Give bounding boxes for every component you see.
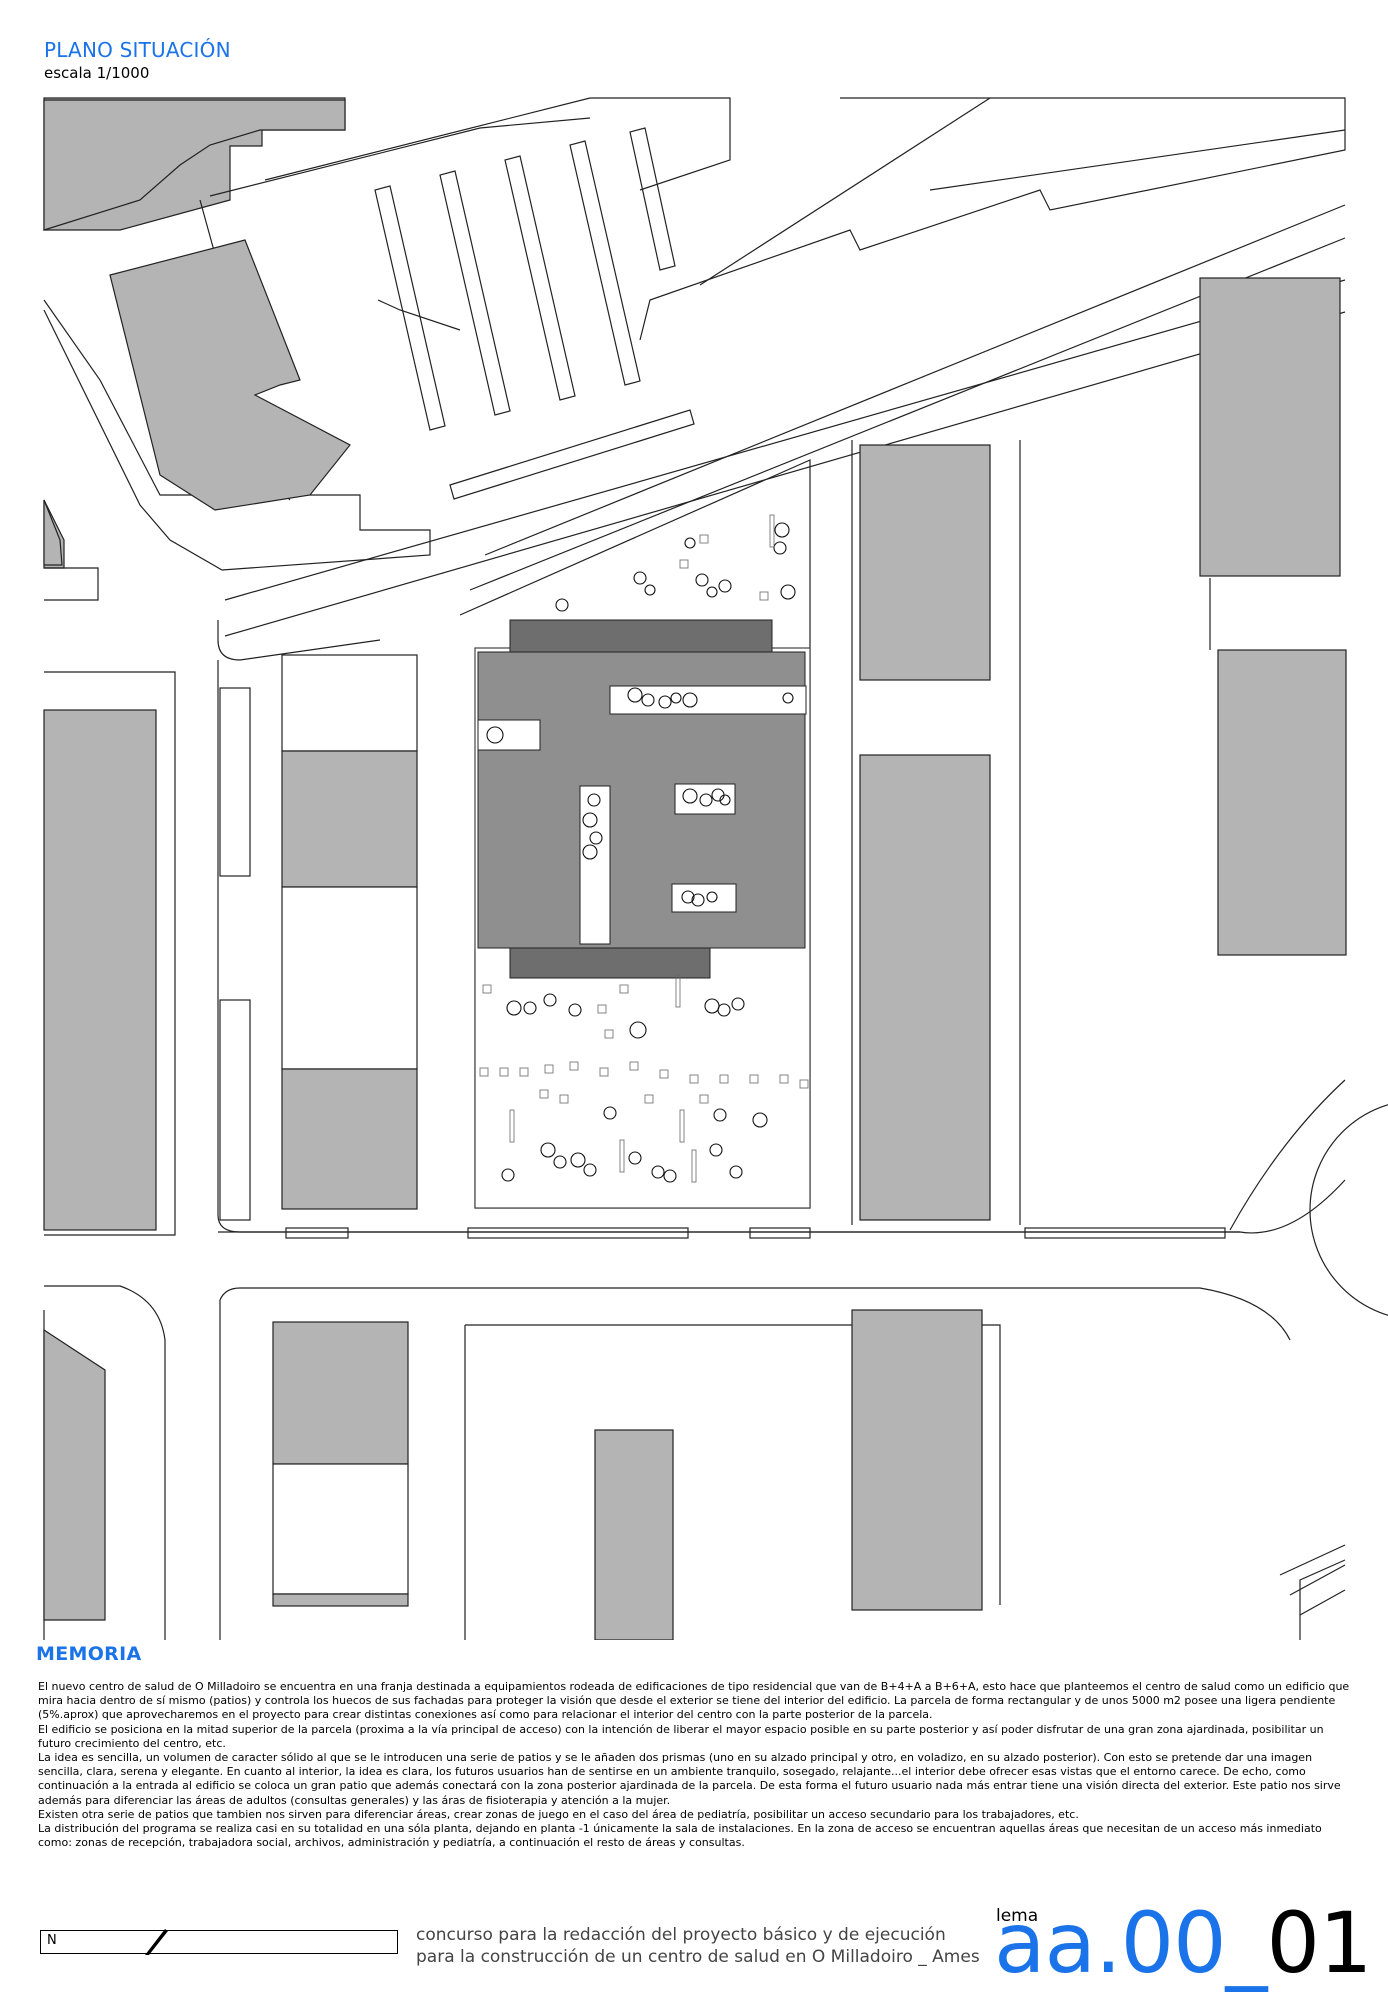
north-arrow-icon xyxy=(145,1929,168,1955)
memoria-text: El nuevo centro de salud de O Milladoiro… xyxy=(38,1680,1350,1850)
road-edge xyxy=(469,237,1346,591)
road-edge xyxy=(484,204,1346,556)
building xyxy=(281,1068,418,1210)
building xyxy=(43,499,63,566)
road-edge xyxy=(699,97,991,286)
road-edge xyxy=(224,311,1346,637)
memoria-paragraph: La idea es sencilla, un volumen de carac… xyxy=(38,1751,1341,1807)
road-edge xyxy=(465,1324,1001,1605)
road-edge xyxy=(1229,1079,1346,1231)
north-label: N xyxy=(47,1933,57,1948)
sheet-code-prefix: aa.00_ xyxy=(994,1894,1268,1992)
building xyxy=(594,1429,674,1640)
contest-description: concurso para la redacción del proyecto … xyxy=(416,1924,980,1968)
building xyxy=(272,1321,409,1465)
road-edge xyxy=(219,687,251,877)
patio xyxy=(674,783,736,815)
building-block xyxy=(272,1463,409,1595)
road-edge xyxy=(209,117,591,197)
road-edge xyxy=(219,999,251,1221)
front-prism xyxy=(509,619,773,653)
building xyxy=(272,1593,409,1607)
roundabout xyxy=(1309,1104,1388,1316)
patio xyxy=(609,685,807,715)
contest-line: concurso para la redacción del proyecto … xyxy=(416,1925,946,1945)
road-edge xyxy=(219,1287,1291,1341)
memoria-paragraph: La distribución del programa se realiza … xyxy=(38,1822,1322,1850)
building xyxy=(281,750,418,888)
street-curb xyxy=(43,299,431,571)
building xyxy=(43,1328,106,1621)
parking-rows xyxy=(374,127,695,500)
building-block xyxy=(281,654,418,752)
road-edge xyxy=(1279,1544,1346,1576)
road-edge xyxy=(749,1227,811,1239)
road-edge xyxy=(44,1285,166,1640)
road-edge xyxy=(217,620,381,661)
road-edge xyxy=(929,129,1346,191)
road-edge xyxy=(1024,1227,1226,1239)
patio xyxy=(579,785,611,945)
building xyxy=(43,99,346,231)
road-edge xyxy=(590,97,731,191)
plan-title: PLANO SITUACIÓN xyxy=(44,38,231,62)
road-edge xyxy=(1299,1589,1346,1616)
site-plan-drawing xyxy=(43,97,1388,1640)
road-edge xyxy=(285,1227,349,1239)
building xyxy=(1217,649,1347,956)
sheet-code: aa.00_01 xyxy=(994,1898,1372,1988)
plan-scale: escala 1/1000 xyxy=(44,64,150,82)
building xyxy=(859,444,991,681)
patio xyxy=(477,719,541,751)
road-edge xyxy=(224,279,1346,601)
memoria-title: MEMORIA xyxy=(36,1643,142,1665)
street-curb xyxy=(44,567,99,601)
building xyxy=(43,709,157,1231)
building xyxy=(859,754,991,1221)
road-edge xyxy=(264,97,591,181)
building xyxy=(851,1309,983,1611)
lema-label: lema xyxy=(996,1906,1039,1926)
health-centre xyxy=(477,619,807,979)
memoria-paragraph: El nuevo centro de salud de O Milladoiro… xyxy=(38,1680,1350,1722)
road-edge xyxy=(1289,1564,1346,1596)
memoria-paragraph: El edificio se posiciona en la mitad sup… xyxy=(38,1722,1324,1750)
road-edge xyxy=(1299,1559,1346,1640)
building-block xyxy=(281,886,418,1070)
road-edge xyxy=(639,97,1346,341)
road-edge xyxy=(44,671,176,1236)
road-edge xyxy=(467,1227,689,1239)
building xyxy=(1199,277,1341,577)
rear-prism xyxy=(509,947,711,979)
contest-line: para la construcción de un centro de sal… xyxy=(416,1947,980,1967)
north-indicator: N xyxy=(40,1929,398,1955)
memoria-paragraph: Existen otra serie de patios que tambien… xyxy=(38,1807,1079,1821)
sheet-number: 01 xyxy=(1266,1894,1373,1992)
garden-paving xyxy=(479,514,809,1183)
road-edge xyxy=(218,1179,1346,1234)
garden-trees xyxy=(486,522,796,1183)
building xyxy=(109,239,351,511)
